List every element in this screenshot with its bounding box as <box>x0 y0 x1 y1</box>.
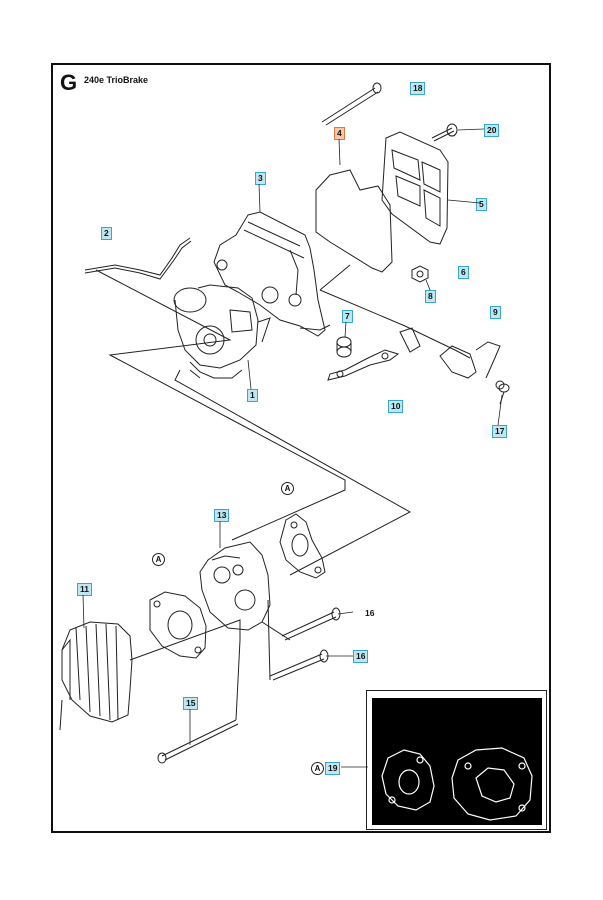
leader-line <box>267 599 271 681</box>
callout-1[interactable]: 1 <box>247 389 258 402</box>
gasket-a-lower-icon <box>149 591 207 659</box>
callout-17[interactable]: 17 <box>492 425 508 438</box>
callout-11[interactable]: 11 <box>77 583 92 596</box>
leader-line <box>319 264 351 291</box>
cylinder-11-icon <box>61 621 133 723</box>
section-letter: G <box>60 70 78 95</box>
reference-mark-a: A <box>311 762 324 775</box>
bolt-16-upper-icon <box>281 607 341 641</box>
gasket-4-icon <box>315 169 393 273</box>
callout-8[interactable]: 8 <box>425 290 436 303</box>
gasket-a-upper-icon <box>279 513 326 579</box>
bolt-16-lower-icon <box>269 649 329 681</box>
linkage-10-icon <box>327 349 400 381</box>
bolt-15-icon <box>157 719 239 764</box>
screw-20-icon <box>431 123 458 142</box>
carburetor-housing-3-icon <box>213 211 326 337</box>
callout-7[interactable]: 7 <box>342 310 353 323</box>
spacer-7-icon <box>336 336 352 358</box>
callout-16-upper[interactable]: 16 <box>365 608 375 618</box>
leader-line <box>95 269 346 541</box>
callout-16-lower[interactable]: 16 <box>353 650 369 663</box>
leader-line <box>129 619 241 721</box>
carburetor-1-icon <box>173 284 271 379</box>
nut-8-icon <box>411 265 429 283</box>
model-title: 240e TrioBrake <box>84 75 149 85</box>
callout-20[interactable]: 20 <box>484 124 500 137</box>
leader-line <box>299 324 331 331</box>
callout-19[interactable]: 19 <box>325 762 341 775</box>
callout-15[interactable]: 15 <box>183 697 199 710</box>
screw-18-icon <box>321 82 382 126</box>
reference-mark-a: A <box>281 482 294 495</box>
leader-line <box>59 699 63 731</box>
callout-13[interactable]: 13 <box>214 509 230 522</box>
callout-9[interactable]: 9 <box>490 306 501 319</box>
plate-5-icon <box>381 131 449 245</box>
leader-line <box>174 369 412 576</box>
reference-mark-a: A <box>152 553 165 566</box>
callout-3[interactable]: 3 <box>255 172 266 185</box>
leader-line <box>189 369 201 379</box>
leader-line <box>261 621 291 641</box>
lever-9-icon <box>319 289 505 390</box>
gasket-set-19-icon <box>372 698 542 825</box>
diagram-frame <box>51 63 551 833</box>
throttle-rod-2-icon <box>84 237 192 280</box>
callout-5[interactable]: 5 <box>476 198 487 211</box>
callout-4[interactable]: 4 <box>334 127 345 140</box>
callout-2[interactable]: 2 <box>101 227 112 240</box>
intake-manifold-13-icon <box>199 541 271 631</box>
callout-18[interactable]: 18 <box>410 82 426 95</box>
callout-10[interactable]: 10 <box>388 400 404 413</box>
callout-6[interactable]: 6 <box>458 266 469 279</box>
